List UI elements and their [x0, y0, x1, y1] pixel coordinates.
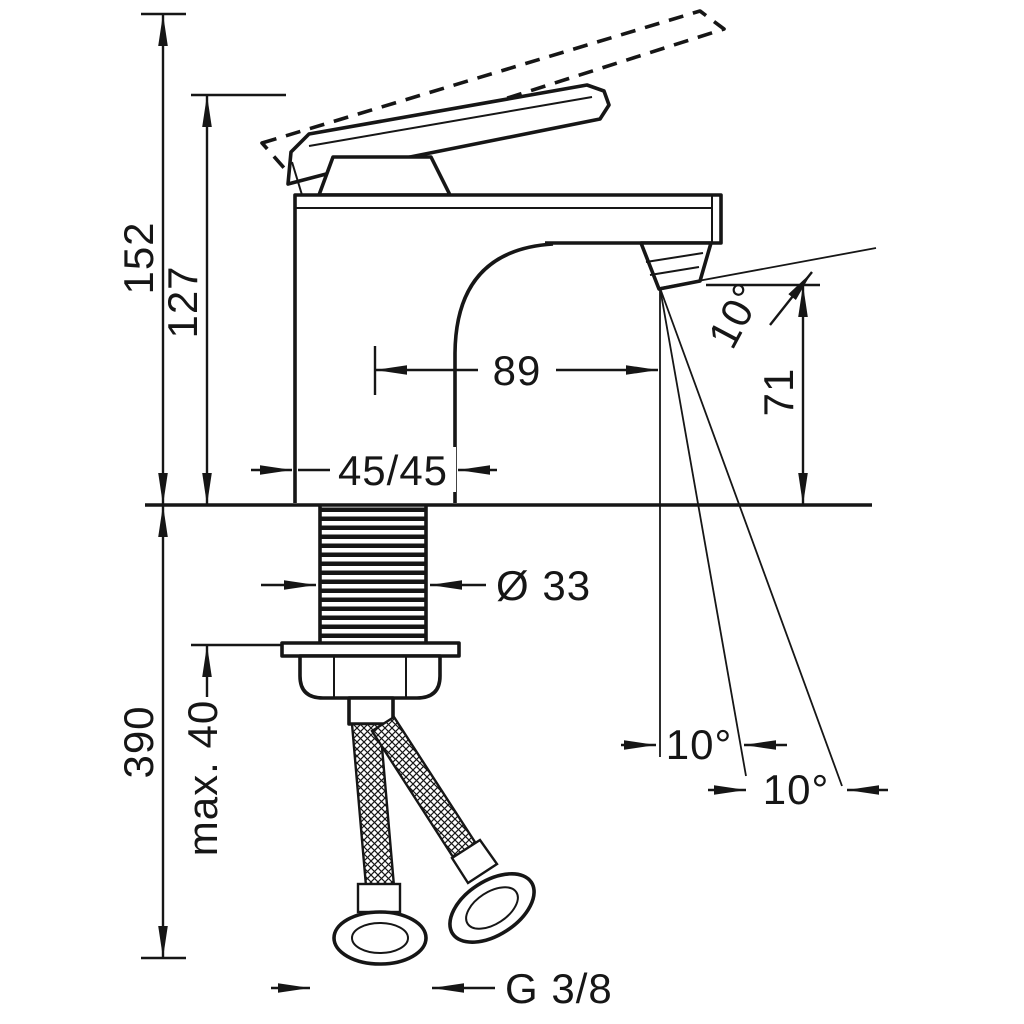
dim-shank-diameter: Ø 33	[261, 562, 591, 609]
spout-outlet	[639, 241, 713, 291]
dim-max-deck-thickness: max. 40	[179, 643, 281, 856]
mounting-washer	[280, 641, 461, 658]
dim-connection-thread-label: G 3/8	[505, 965, 613, 1012]
faucet-figure	[145, 9, 877, 966]
handle-pivot-line	[291, 161, 303, 196]
dim-spout-angle-label: 10°	[699, 275, 772, 356]
angle-line-10	[659, 287, 747, 777]
dim-base-width: 45/45	[251, 447, 497, 494]
dim-max-deck-thickness-label: max. 40	[179, 700, 226, 856]
supply-hose-left	[332, 722, 428, 966]
body-spout-curve	[453, 242, 554, 503]
dim-swivel-angle-inner: 10°	[621, 721, 787, 768]
dim-hose-length: 390	[115, 505, 186, 960]
aerator-line-1	[645, 252, 704, 263]
dim-shank-diameter-label: Ø 33	[496, 562, 591, 609]
hose-collar-left	[356, 882, 402, 914]
dim-swivel-angle-inner-label: 10°	[666, 721, 733, 768]
dim-spout-reach-label: 89	[493, 347, 542, 394]
outlet-face-extension	[659, 247, 877, 289]
hose-collar-right	[450, 838, 499, 885]
dimensions: 152 127 390 max. 40 89	[115, 12, 888, 1012]
handle-raised-outline	[260, 9, 726, 171]
spout-angle-reference-lines	[659, 247, 877, 787]
dim-swivel-angle-outer-label: 10°	[763, 766, 830, 813]
dim-spout-height-label: 71	[755, 368, 802, 417]
aerator-line-2	[649, 266, 700, 276]
faucet-handle	[286, 83, 611, 197]
hose-fitting	[347, 696, 395, 726]
dim-swivel-angle-outer: 10°	[708, 766, 888, 813]
dim-hose-length-label: 390	[115, 705, 162, 778]
dim-connection-thread: G 3/8	[271, 965, 613, 1012]
dim-handle-height: 127	[159, 93, 286, 505]
dim-base-width-label: 45/45	[338, 447, 448, 494]
handle-neck	[317, 155, 452, 197]
threaded-shank	[318, 505, 428, 643]
supply-hose-right	[370, 715, 536, 944]
mounting-nut	[298, 654, 442, 700]
dim-total-height: 152	[115, 12, 186, 505]
dim-spout-reach: 89	[373, 346, 658, 395]
dim-handle-height-label: 127	[159, 265, 206, 338]
angle-line-20	[659, 287, 843, 787]
handle-lever-edge	[308, 96, 593, 147]
dim-total-height-label: 152	[115, 221, 162, 294]
